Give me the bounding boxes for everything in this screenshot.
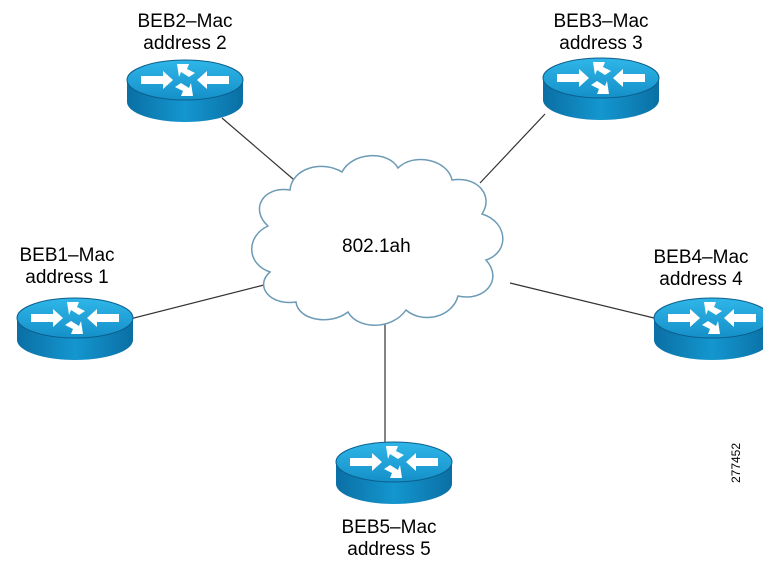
link-beb4 bbox=[509, 282, 655, 319]
router-beb2-icon bbox=[126, 59, 244, 123]
router-beb1-icon bbox=[16, 297, 134, 361]
link-beb2 bbox=[221, 117, 301, 186]
network-cloud bbox=[251, 154, 504, 326]
node-label-line1: BEB5–Mac bbox=[341, 517, 437, 538]
node-label-beb1: BEB1–Mac address 1 bbox=[0, 245, 152, 289]
node-label-beb4: BEB4–Mac address 4 bbox=[616, 247, 763, 291]
node-label-line1: BEB3–Mac bbox=[553, 11, 649, 32]
node-label-beb3: BEB3–Mac address 3 bbox=[516, 11, 686, 55]
router-beb5-icon bbox=[335, 441, 453, 505]
node-label-line2: address 4 bbox=[659, 269, 743, 290]
node-label-line1: BEB2–Mac bbox=[137, 11, 233, 32]
node-label-line1: BEB1–Mac bbox=[19, 245, 115, 266]
node-label-beb5: BEB5–Mac address 5 bbox=[304, 517, 474, 561]
link-beb1 bbox=[117, 283, 269, 323]
figure-id: 277452 bbox=[729, 442, 744, 484]
node-label-line2: address 2 bbox=[143, 33, 227, 54]
link-beb3 bbox=[479, 113, 546, 184]
node-label-line2: address 1 bbox=[25, 267, 109, 288]
connection-lines bbox=[117, 113, 655, 446]
node-label-line1: BEB4–Mac bbox=[653, 247, 749, 268]
node-label-line2: address 3 bbox=[559, 33, 643, 54]
router-beb3-icon bbox=[542, 57, 660, 121]
router-beb4-icon bbox=[653, 297, 763, 361]
node-label-beb2: BEB2–Mac address 2 bbox=[100, 11, 270, 55]
cloud-label: 802.1ah bbox=[342, 236, 411, 257]
node-label-line2: address 5 bbox=[347, 539, 431, 560]
